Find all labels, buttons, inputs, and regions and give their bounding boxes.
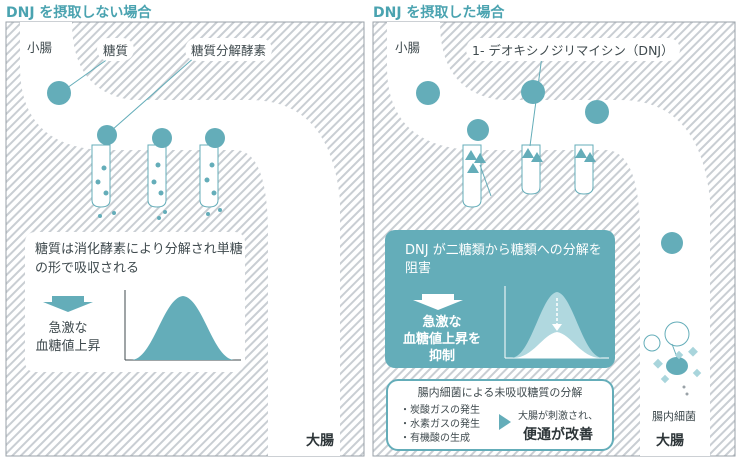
left-explanation-box: 糖質は消化酵素により分解され単糖の形で吸収される 急激な 血糖値上昇 <box>25 232 245 372</box>
bowel-result-main: 便通が改善 <box>523 427 594 443</box>
right-explanation-text: DNJ が二糖類から糖類への分解を阻害 <box>405 243 602 276</box>
left-small-intestine-label: 小腸 <box>27 40 53 55</box>
right-large-intestine-label: 大腸 <box>656 433 684 449</box>
right-dnj-triangles <box>465 148 596 173</box>
left-result-text: 急激な 血糖値上昇 <box>35 321 101 354</box>
dnj-label: 1- デオキシノジリマイシン（DNJ） <box>466 38 680 61</box>
left-down-arrow-icon <box>43 296 93 312</box>
bowel-result-top: 大腸が刺激され、 <box>518 411 599 422</box>
right-small-intestine-label: 小腸 <box>395 40 421 55</box>
left-large-intestine-label: 大腸 <box>306 433 334 449</box>
bowel-result: 大腸が刺激され、 便通が改善 <box>518 407 598 444</box>
right-label-leaders <box>479 55 543 197</box>
left-sugar-molecule <box>47 81 71 105</box>
left-glucose-curve <box>124 290 241 361</box>
right-sugar-molecules <box>416 80 683 254</box>
right-explanation-box: DNJ が二糖類から糖類への分解を阻害 急激な 血糖値上昇を 抑制 <box>385 230 615 368</box>
left-label-leaders <box>66 55 197 131</box>
effect-item: ・水素ガスの発生 <box>400 419 480 430</box>
left-panel-title: DNJ を摂取しない場合 <box>6 5 152 21</box>
bacteria-illustration <box>643 321 702 396</box>
right-glucose-curve <box>504 286 609 359</box>
right-down-arrow-icon <box>413 294 463 310</box>
left-absorbed-dots <box>95 162 222 220</box>
bacteria-box-title: 腸内細菌による未吸収糖質の分解 <box>417 386 583 399</box>
right-arrow-icon <box>499 414 511 430</box>
enzyme-label: 糖質分解酵素 <box>185 38 273 61</box>
right-result-text: 急激な 血糖値上昇を 抑制 <box>402 315 481 364</box>
effect-item: ・有機酸の生成 <box>400 433 470 444</box>
effect-item: ・炭酸ガスの発生 <box>400 405 480 416</box>
left-explanation-text: 糖質は消化酵素により分解され単糖の形で吸収される <box>35 242 243 276</box>
bacteria-label: 腸内細菌 <box>652 410 696 423</box>
right-panel-title: DNJ を摂取した場合 <box>373 5 505 21</box>
bacteria-effects-list: ・炭酸ガスの発生 ・水素ガスの発生 ・有機酸の生成 <box>400 404 480 446</box>
sugar-label: 糖質 <box>97 38 135 61</box>
bacteria-decomposition-box: 腸内細菌による未吸収糖質の分解 ・炭酸ガスの発生 ・水素ガスの発生 ・有機酸の生… <box>386 379 614 451</box>
